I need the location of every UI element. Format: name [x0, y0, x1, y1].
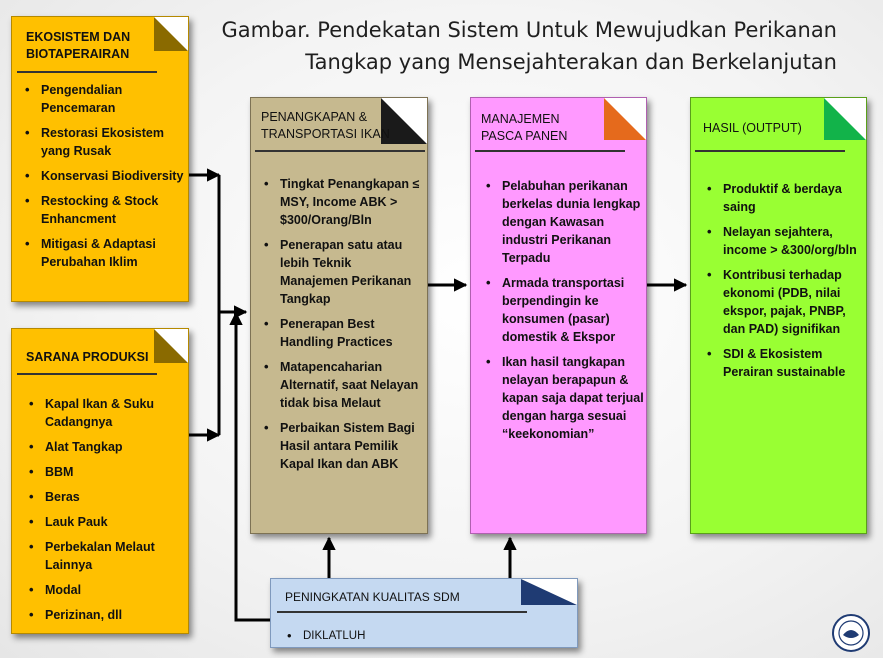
list-item: Armada transportasi berpendingin ke kons…	[484, 274, 644, 346]
penangkapan-list: Tingkat Penangkapan ≤ MSY, Income ABK > …	[262, 175, 422, 480]
sdm-list: DIKLATLUH	[285, 627, 485, 652]
manajemen-header-line1: MANAJEMEN	[481, 112, 560, 126]
list-item: BBM	[27, 463, 187, 481]
sarana-box: SARANA PRODUKSI Kapal Ikan & Suku Cadang…	[11, 328, 189, 634]
list-item: Restorasi Ekosistem yang Rusak	[23, 124, 186, 160]
sdm-header: PENINGKATAN KUALITAS SDM	[285, 590, 460, 604]
ekosistem-list: Pengendalian Pencemaran Restorasi Ekosis…	[23, 81, 186, 278]
list-item: Restocking & Stock Enhancment	[23, 192, 186, 228]
ekosistem-corner-fold	[154, 17, 188, 51]
penangkapan-corner-fold	[381, 98, 427, 144]
ministry-logo-icon	[832, 614, 870, 652]
penangkapan-header: PENANGKAPAN & TRANSPORTASI IKAN	[261, 109, 390, 143]
manajemen-list: Pelabuhan perikanan berkelas dunia lengk…	[484, 177, 644, 450]
list-item: Modal	[27, 581, 187, 599]
hasil-header: HASIL (OUTPUT)	[703, 121, 802, 135]
ekosistem-box: EKOSISTEM DAN BIOTAPERAIRAN Pengendalian…	[11, 16, 189, 302]
list-item: Konservasi Biodiversity	[23, 167, 186, 185]
list-item: Kontribusi terhadap ekonomi (PDB, nilai …	[705, 266, 863, 338]
title-line-1: Gambar. Pendekatan Sistem Untuk Mewujudk…	[221, 18, 837, 42]
sarana-list: Kapal Ikan & Suku Cadangnya Alat Tangkap…	[27, 395, 187, 631]
manajemen-box: MANAJEMEN PASCA PANEN Pelabuhan perikana…	[470, 97, 647, 534]
penangkapan-header-divider	[255, 150, 425, 152]
list-item: Penerapan Best Handling Practices	[262, 315, 422, 351]
list-item: Perbekalan Melaut Lainnya	[27, 538, 187, 574]
hasil-list: Produktif & berdaya saing Nelayan sejaht…	[705, 180, 863, 388]
manajemen-header-line2: PASCA PANEN	[481, 129, 568, 143]
sdm-header-divider	[277, 611, 527, 613]
ekosistem-header: EKOSISTEM DAN BIOTAPERAIRAN	[26, 29, 130, 63]
ekosistem-header-line1: EKOSISTEM DAN	[26, 30, 131, 44]
hasil-header-divider	[695, 150, 845, 152]
penangkapan-header-line2: TRANSPORTASI IKAN	[261, 127, 390, 141]
title-line-2: Tangkap yang Mensejahterakan dan Berkela…	[305, 50, 837, 74]
sdm-corner-fold	[521, 579, 577, 605]
list-item: Penerapan satu atau lebih Teknik Manajem…	[262, 236, 422, 308]
list-item: Tingkat Penangkapan ≤ MSY, Income ABK > …	[262, 175, 422, 229]
sdm-box: PENINGKATAN KUALITAS SDM DIKLATLUH	[270, 578, 578, 648]
list-item: Perizinan, dll	[27, 606, 187, 624]
sarana-header-divider	[17, 373, 157, 375]
list-item: DIKLATLUH	[285, 627, 485, 645]
ekosistem-header-line2: BIOTAPERAIRAN	[26, 47, 130, 61]
list-item: Matapencaharian Alternatif, saat Nelayan…	[262, 358, 422, 412]
list-item: Perbaikan Sistem Bagi Hasil antara Pemil…	[262, 419, 422, 473]
arrow-sdm-feedback	[229, 311, 270, 622]
hasil-box: HASIL (OUTPUT) Produktif & berdaya saing…	[690, 97, 867, 534]
list-item: Pelabuhan perikanan berkelas dunia lengk…	[484, 177, 644, 267]
list-item: Produktif & berdaya saing	[705, 180, 863, 216]
ekosistem-header-divider	[17, 71, 157, 73]
penangkapan-header-line1: PENANGKAPAN &	[261, 110, 368, 124]
list-item: Ikan hasil tangkapan nelayan berapapun &…	[484, 353, 644, 443]
list-item: Beras	[27, 488, 187, 506]
manajemen-header: MANAJEMEN PASCA PANEN	[481, 111, 567, 145]
list-item: Mitigasi & Adaptasi Perubahan Iklim	[23, 235, 186, 271]
list-item: Kapal Ikan & Suku Cadangnya	[27, 395, 187, 431]
manajemen-header-divider	[475, 150, 625, 152]
list-item: Alat Tangkap	[27, 438, 187, 456]
list-item: SDI & Ekosistem Perairan sustainable	[705, 345, 863, 381]
hasil-corner-fold	[824, 98, 866, 140]
manajemen-corner-fold	[604, 98, 646, 140]
list-item: Lauk Pauk	[27, 513, 187, 531]
sarana-corner-fold	[154, 329, 188, 363]
list-item: Nelayan sejahtera, income > &300/org/bln	[705, 223, 863, 259]
sarana-header: SARANA PRODUKSI	[26, 350, 149, 364]
penangkapan-box: PENANGKAPAN & TRANSPORTASI IKAN Tingkat …	[250, 97, 428, 534]
list-item: Pengendalian Pencemaran	[23, 81, 186, 117]
